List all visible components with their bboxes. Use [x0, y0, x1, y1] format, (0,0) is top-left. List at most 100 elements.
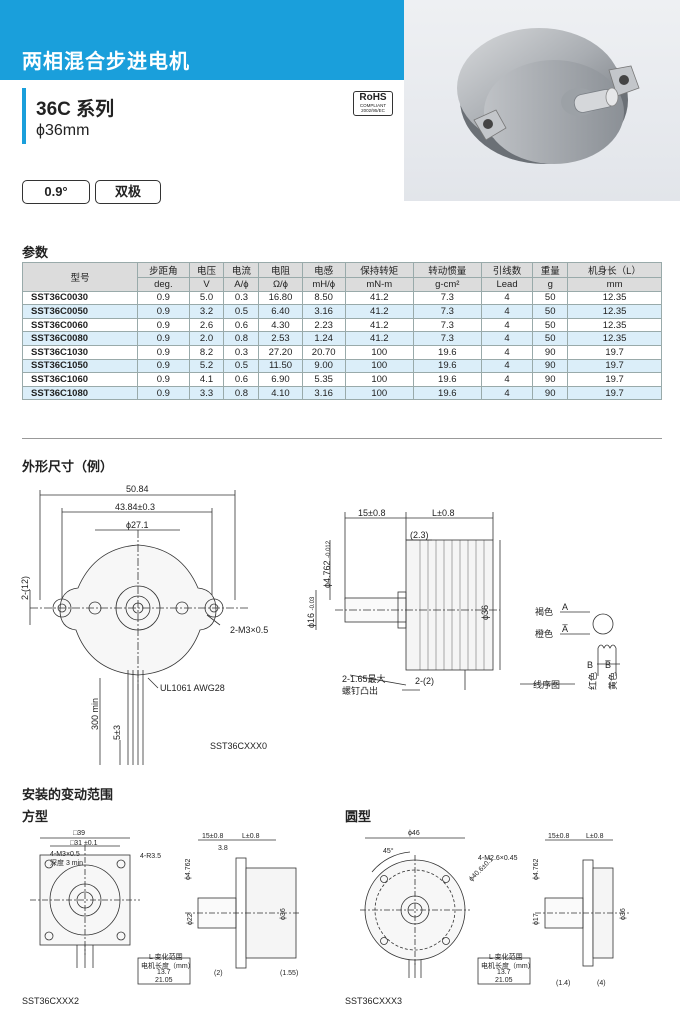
table-cell: 4 [480, 344, 534, 360]
wire-spec-label: UL1061 AWG28 [160, 683, 225, 693]
params-unit: A/ϕ [223, 277, 260, 292]
table-cell: 90 [532, 358, 569, 374]
rohs-logo-sub2: 2002/95/EC [361, 108, 385, 113]
table-cell: 6.90 [258, 372, 303, 387]
table-cell: 1.24 [301, 331, 346, 346]
rd-l-range-head: 电机长度（mm） [481, 963, 535, 970]
table-cell: 0.6 [223, 372, 260, 387]
table-cell: 8.50 [301, 290, 346, 306]
dim-rd-phi46: ϕ46 [408, 830, 420, 837]
dim-sq-2: (2) [214, 970, 223, 977]
table-cell: 5.0 [188, 290, 225, 306]
dim-side-2-2: 2-(2) [415, 676, 435, 686]
step-angle-tag: 0.9° [22, 180, 90, 204]
table-cell: 11.50 [258, 358, 303, 374]
model-cell: SST36C1030 [21, 344, 139, 360]
wire-phase-b: B [587, 660, 594, 670]
params-unit: g [532, 277, 569, 292]
table-cell: 0.9 [137, 317, 190, 333]
dim-side-phi4-762-value: ϕ4.762 [322, 560, 332, 588]
motor-photo [404, 0, 680, 201]
wire-phase-b-bar: B̅ [605, 660, 612, 670]
wire-color-brown: 褐色 [535, 607, 554, 617]
rohs-logo-main: RoHS [359, 92, 387, 103]
dim-sq-3-8: 3.8 [218, 845, 228, 852]
params-col-header: 型号 [21, 262, 139, 292]
table-cell: 4.30 [258, 317, 303, 333]
dim-front-300min: 300 min [90, 697, 100, 730]
table-cell: 41.2 [344, 317, 414, 333]
dim-sq-r3-5: 4-R3.5 [140, 853, 162, 860]
params-col-header: 电流 [223, 262, 260, 278]
table-cell: 12.35 [567, 304, 662, 319]
table-cell: 8.2 [188, 344, 225, 360]
rd-l-range-v2: 21.05 [495, 977, 513, 984]
table-cell: 0.8 [223, 331, 260, 346]
table-cell: 90 [532, 344, 569, 360]
table-cell: 19.6 [412, 372, 482, 387]
dim-rd-45deg: 45° [383, 848, 394, 855]
table-cell: 41.2 [344, 290, 414, 306]
dim-side-phi36: ϕ36 [480, 604, 490, 620]
table-cell: 0.6 [223, 317, 260, 333]
header-band [0, 0, 404, 80]
dim-side-phi16: ϕ16 -0.03 [306, 597, 316, 628]
round-mount-title: 圆型 [345, 809, 372, 824]
table-cell: 0.5 [223, 304, 260, 319]
table-cell: 4 [480, 317, 534, 333]
dim-rd-m2-6: 4-M2.6×0.45 [478, 855, 518, 862]
wire-phase-a: A [562, 602, 569, 612]
table-cell: 12.35 [567, 331, 662, 346]
table-cell: 3.16 [301, 385, 346, 401]
table-cell: 2.0 [188, 331, 225, 346]
params-col-header: 电感 [301, 262, 346, 278]
dim-sq-39: □39 [73, 830, 86, 837]
table-cell: 7.3 [412, 331, 482, 346]
table-cell: 5.35 [301, 372, 346, 387]
table-cell: 50 [532, 317, 569, 333]
model-cell: SST36C0060 [21, 317, 139, 333]
dim-side-15: 15±0.8 [358, 508, 386, 518]
dim-side-phi4-762: ϕ4.762 -0.012 [322, 541, 332, 588]
table-cell: 7.3 [412, 317, 482, 333]
model-cell: SST36C1080 [21, 385, 139, 401]
params-header-row: 型号 步距角 电压 电流 电阻 电感 保持转矩 转动惯量 引线数 重量 机身长（… [21, 262, 662, 292]
table-cell: 100 [344, 344, 414, 360]
dim-rd-15: 15±0.8 [548, 833, 570, 840]
table-cell: 41.2 [344, 304, 414, 319]
params-unit: V [188, 277, 225, 292]
dim-side-phi16-tol: -0.03 [310, 596, 316, 611]
square-mount-title: 方型 [22, 809, 49, 824]
table-cell: 7.3 [412, 290, 482, 306]
table-cell: 0.9 [137, 358, 190, 374]
dim-side-screw: 2-1.65最大 [342, 674, 386, 684]
square-model-label: SST36CXXX2 [22, 996, 80, 1006]
params-col-header: 保持转矩 [344, 262, 414, 278]
params-col-header: 机身长（L） [567, 262, 662, 278]
dim-rd-4: (4) [597, 980, 606, 987]
dim-sq-depth: 深度 3 min [50, 860, 84, 867]
table-cell: 20.70 [301, 344, 346, 360]
table-cell: 4.10 [258, 385, 303, 401]
table-cell: 2.6 [188, 317, 225, 333]
dim-sq-m3: 4-M3×0.5 [50, 851, 80, 858]
dim-rd-phi36: ϕ36 [620, 908, 627, 920]
table-cell: 16.80 [258, 290, 303, 306]
model-cell: SST36C0050 [21, 304, 139, 319]
dim-side-2-3: (2.3) [410, 530, 429, 540]
dim-front-2-12: 2-(12) [20, 575, 30, 600]
params-unit: Ω/ϕ [258, 277, 303, 292]
dim-sq-phi22: ϕ22 [187, 913, 194, 925]
table-cell: 50 [532, 331, 569, 346]
dim-rd-phi17: ϕ17 [533, 913, 540, 925]
wire-color-yellow: 黄色 [608, 671, 618, 690]
model-cell: SST36C0080 [21, 331, 139, 346]
sq-l-range-head: 电机长度（mm） [141, 963, 195, 970]
polarity-tag: 双极 [95, 180, 161, 204]
sq-l-range-title: L 变化范围 [149, 954, 183, 961]
wiring-diagram-drawing [520, 611, 620, 685]
